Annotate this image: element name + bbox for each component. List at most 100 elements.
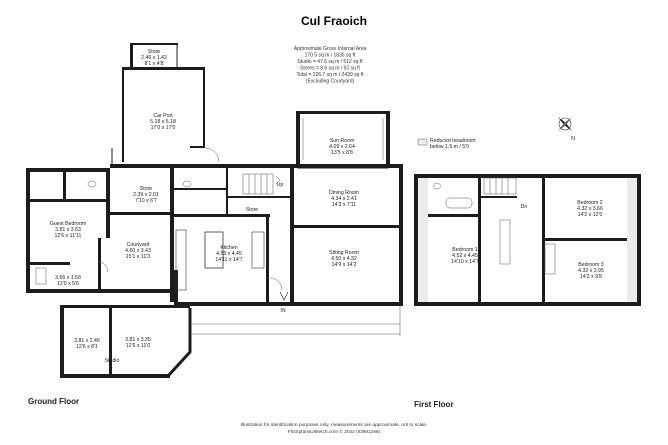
room-name: Courtyard [127, 242, 150, 248]
room-dim-metric: 4.34 x 2.41 [331, 196, 357, 202]
room-dim-metric: 2.39 x 2.01 [133, 192, 159, 198]
room-name: Dining Room [329, 190, 359, 196]
legend-swatch [417, 138, 428, 146]
room-name: Kitchen [220, 245, 237, 251]
room-dim-imperial: 14'10 x 14'7 [451, 259, 479, 265]
room-bedroom-1: Bedroom 1 4.52 x 4.45 14'10 x 14'7 [451, 247, 479, 265]
reduced-headroom-area [627, 178, 637, 302]
area-line: Total = 226.7 sq m / 2439 sq ft [296, 72, 364, 78]
room-store-mid: Store 2.39 x 2.01 7'10 x 6'7 [133, 186, 159, 204]
compass-north-label: N [571, 136, 575, 142]
entrance-arrow-icon [279, 291, 289, 301]
room-name: Store [140, 186, 153, 192]
room-dim-metric: 3.81 x 3.63 [55, 227, 81, 233]
room-name: Bedroom 1 [452, 247, 477, 253]
room-studio-b: 3.81 x 3.35 12'6 x 11'0 [125, 337, 151, 349]
room-dim-imperial: 8'1 x 4'8 [145, 61, 164, 67]
room-dim-imperial: 12'6 x 8'1 [76, 344, 98, 350]
room-dim-imperial: 14'2 x 9'8 [580, 274, 602, 280]
ground-stairs [242, 173, 281, 195]
room-dim-imperial: 14'3 x 7'11 [332, 202, 356, 208]
room-dim-metric: 3.66 x 1.68 [55, 275, 81, 281]
disclaimer-text: Illustration for identification purposes… [241, 422, 428, 428]
room-name: Sun Room [330, 138, 355, 144]
studio-outline [60, 305, 401, 378]
room-dim-metric: 4.50 x 4.32 [331, 256, 357, 262]
kitchen-island [204, 231, 224, 269]
kitchen-units [175, 229, 187, 291]
room-dim-metric: 4.32 x 2.95 [578, 268, 604, 274]
reduced-headroom-area [418, 178, 428, 302]
room-dim-imperial: 13'5 x 8'8 [331, 150, 353, 156]
room-utility: 3.66 x 1.68 12'0 x 5'6 [55, 275, 81, 287]
first-floor-label: First Floor [414, 400, 454, 409]
room-name: Guest Bedroom [50, 221, 86, 227]
room-name: Bedroom 2 [577, 200, 602, 206]
area-line: Stores = 8.6 sq m / 92 sq ft [300, 66, 361, 72]
room-dim-imperial: 12'6 x 11'0 [126, 343, 150, 349]
room-dim-imperial: 14'2 x 12'0 [578, 212, 603, 218]
room-kitchen: Kitchen 4.55 x 4.45 14'11 x 14'7 [215, 245, 242, 263]
stairs-up-label: Up [277, 182, 284, 188]
room-bedroom-3: Bedroom 3 4.32 x 2.95 14'2 x 9'8 [578, 262, 604, 280]
plan-title: Cul Fraoich [301, 14, 367, 28]
room-dim-metric: 5.18 x 5.18 [150, 119, 176, 125]
wardrobe [499, 219, 511, 265]
room-dim-imperial: 15'1 x 11'3 [126, 254, 150, 260]
toilet-icon [87, 180, 97, 188]
compass-icon: N [558, 117, 575, 142]
area-line: Approximate Gross Internal Area [294, 46, 367, 52]
stairs-down-label: Dn [521, 204, 528, 210]
kitchen-units [251, 231, 265, 269]
room-dim-imperial: 7'10 x 6'7 [135, 198, 157, 204]
room-bedroom-2: Bedroom 2 4.32 x 3.66 14'2 x 12'0 [577, 200, 603, 218]
room-dim-metric: 3.81 x 2.46 [74, 338, 100, 344]
room-car-port: Car Port 5.18 x 5.18 17'0 x 17'0 [150, 113, 176, 131]
room-name: Store [148, 49, 161, 55]
room-dining: Dining Room 4.34 x 2.41 14'3 x 7'11 [329, 190, 359, 208]
room-dim-metric: 4.60 x 3.43 [125, 248, 151, 254]
ground-floor: Store 2.46 x 1.42 8'1 x 4'8 Car Port 5.1… [26, 43, 403, 406]
car-port-outline [111, 43, 220, 168]
room-name: Store [246, 207, 259, 213]
room-name: Car Port [153, 113, 173, 119]
sun-room-outline [296, 111, 390, 169]
room-dim-imperial: 17'0 x 17'0 [151, 125, 176, 131]
legend-line: Reduced headroom [430, 138, 476, 144]
wardrobe [544, 243, 556, 275]
room-dim-metric: 4.55 x 4.45 [216, 251, 242, 257]
room-dim-metric: 4.32 x 3.66 [577, 206, 603, 212]
entrance-label: IN [280, 308, 285, 314]
room-name: Sitting Room [329, 250, 359, 256]
footer: Illustration for identification purposes… [241, 422, 428, 435]
ground-floor-walls [26, 164, 403, 306]
room-dim-metric: 2.46 x 1.42 [141, 55, 167, 61]
room-name: Bedroom 3 [578, 262, 603, 268]
room-sitting: Sitting Room 4.50 x 4.32 14'9 x 14'2 [329, 250, 359, 268]
toilet-icon [182, 180, 192, 188]
room-sun-room: Sun Room 4.09 x 2.64 13'5 x 8'8 [329, 138, 355, 156]
area-line: 170.5 sq m / 1835 sq ft [305, 53, 356, 59]
copyright-text: FloorplansUsketch.com © 2022 (ID891288) [288, 428, 381, 435]
room-dim-metric: 3.81 x 3.35 [125, 337, 151, 343]
room-dim-imperial: 12'0 x 5'6 [57, 281, 79, 287]
headroom-legend: Reduced headroom below 1.5 m / 5'0 [417, 138, 476, 150]
bath-icon [445, 197, 473, 209]
room-store-small: Store [246, 207, 259, 213]
room-store-top: Store 2.46 x 1.42 8'1 x 4'8 [141, 49, 167, 67]
area-line: Studio = 47.6 sq m / 512 sq ft [297, 59, 363, 65]
room-dim-imperial: 12'6 x 11'11 [55, 233, 82, 239]
room-courtyard: Courtyard 4.60 x 3.43 15'1 x 11'3 [125, 242, 151, 260]
toilet-icon [433, 182, 441, 190]
ground-floor-label: Ground Floor [28, 397, 79, 406]
room-studio-a: 3.81 x 2.46 12'6 x 8'1 [74, 338, 100, 350]
room-dim-imperial: 14'9 x 14'2 [332, 262, 357, 268]
room-dim-metric: 4.09 x 2.64 [329, 144, 355, 150]
first-floor: Dn Bedroom 1 4.52 x 4.45 14'10 x 14'7 Be… [414, 174, 641, 409]
legend-line: below 1.5 m / 5'0 [430, 144, 469, 150]
area-summary: Approximate Gross Internal Area 170.5 sq… [294, 46, 367, 85]
stair-arrow-icon [275, 175, 281, 185]
studio-label: Studio [105, 358, 120, 364]
room-dim-metric: 4.52 x 4.45 [452, 253, 478, 259]
